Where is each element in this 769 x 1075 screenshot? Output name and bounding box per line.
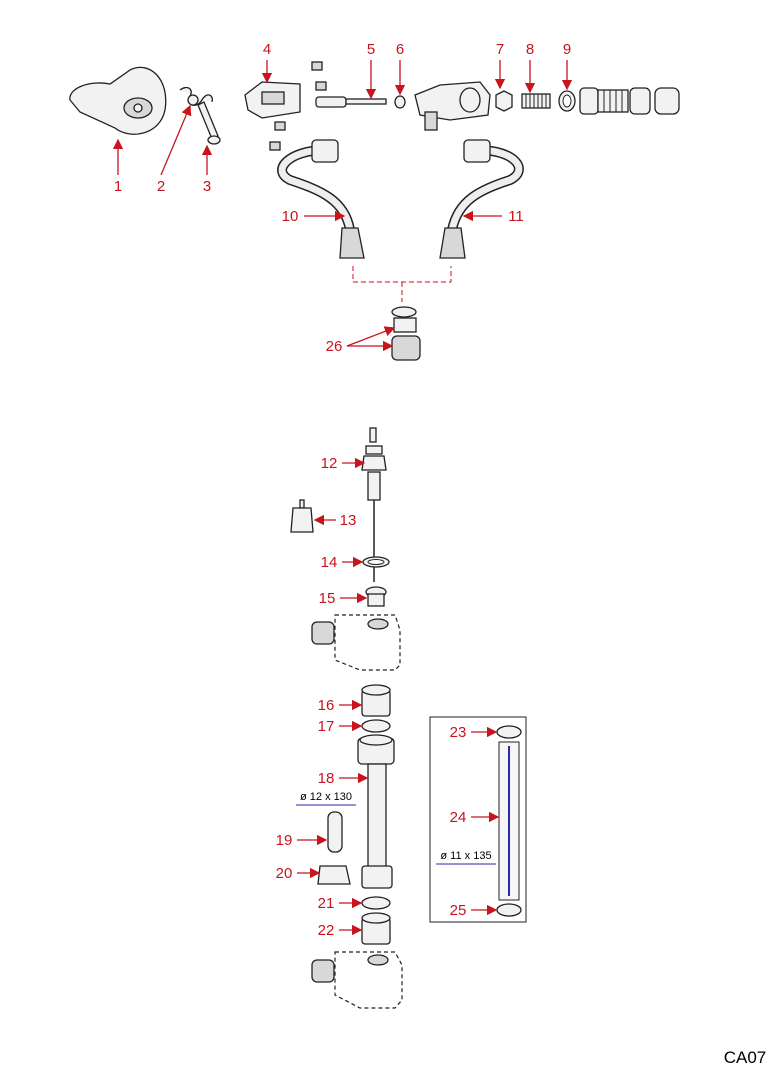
callout-6: 6 [396,41,404,58]
fitting-13-part [290,499,314,533]
callout-15: 15 [319,590,336,607]
probe-12-part [361,427,387,582]
spring-clip-part [179,86,213,106]
callout-18: 18 [318,770,335,787]
callout-23: 23 [450,724,467,741]
clip-20-part [317,865,351,885]
callout-3: 3 [203,178,211,195]
callout-26: 26 [326,338,343,355]
dimension-tube-11: ø 11 x 135 [440,850,491,862]
sleeve-16-part [361,684,391,717]
callout-7: 7 [496,41,504,58]
o-ring-23-part [496,725,522,739]
callout-21: 21 [318,895,335,912]
lower-body-dashed [311,951,403,1009]
callout-2: 2 [157,178,165,195]
o-ring-14-part [362,556,390,568]
callout-1: 1 [114,178,122,195]
pipe-10-part [277,139,365,259]
callout-5: 5 [367,41,375,58]
diagram-code: CA07 [724,1048,767,1067]
sight-glass-18-part [357,734,395,889]
callout-20: 20 [276,865,293,882]
pin-part [197,101,221,145]
callout-arrows [112,60,573,936]
o-ring-25-part [496,903,522,917]
dimension-tube-12: ø 12 x 130 [300,791,352,803]
valve-19-part [327,811,343,853]
plug-15-part [365,586,387,607]
callout-19: 19 [276,832,293,849]
tap-body-part [414,81,491,131]
knob-cover-part [69,66,167,135]
fitting-assembly-part [579,87,680,115]
callout-10: 10 [282,208,299,225]
sleeve-22-part [361,912,391,945]
upper-body-dashed [311,614,401,671]
callout-11: 11 [508,208,524,225]
valve-body-part [244,61,327,151]
callout-25: 25 [450,902,467,919]
callout-8: 8 [526,41,534,58]
washer-9-part [558,90,576,112]
connection-dashed-line [352,266,452,302]
callout-14: 14 [321,554,338,571]
connector-26-part [391,306,421,361]
nut-7-part [495,90,513,112]
callout-17: 17 [318,718,335,735]
callout-24: 24 [450,809,467,826]
callout-16: 16 [318,697,335,714]
alternative-tube-box [429,716,527,923]
callout-22: 22 [318,922,335,939]
callout-13: 13 [340,512,357,529]
callout-12: 12 [321,455,338,472]
pipe-11-part [439,139,524,259]
o-ring-6-part [394,95,406,109]
callout-9: 9 [563,41,571,58]
glass-tube-24-part [498,741,520,901]
ring-17-part [361,719,391,733]
ring-21-part [361,896,391,910]
callout-4: 4 [263,41,271,58]
spring-8-part [521,93,551,109]
spindle-part [315,96,387,108]
